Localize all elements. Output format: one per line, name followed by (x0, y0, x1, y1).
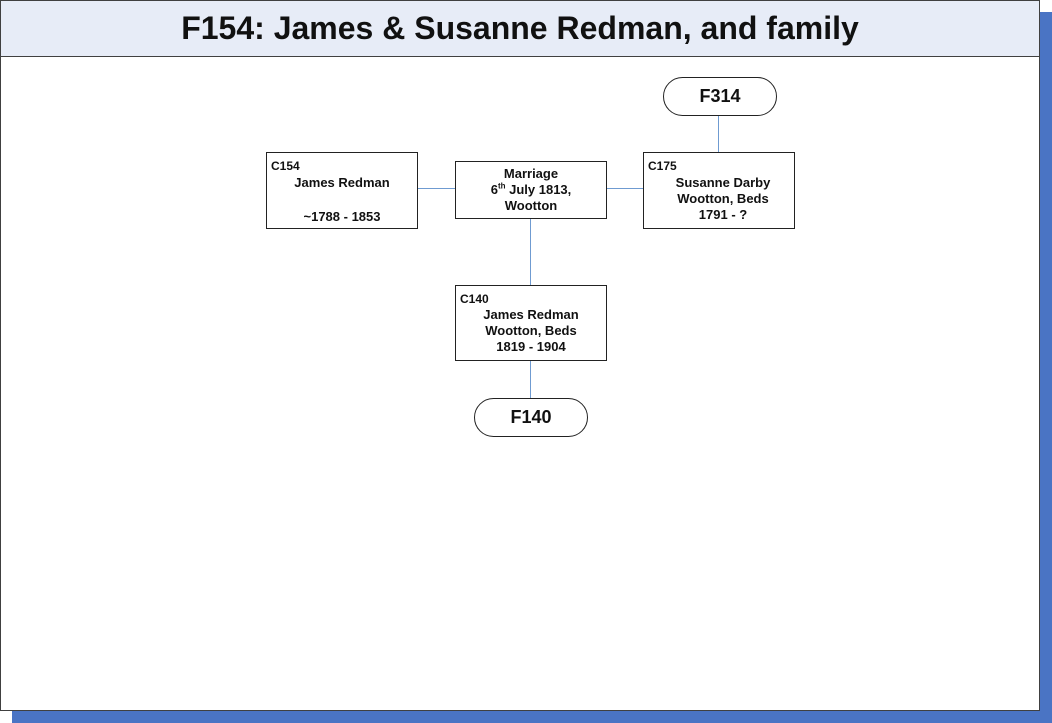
person-box-c140[interactable]: C140 James Redman Wootton, Beds 1819 - 1… (455, 285, 607, 361)
marriage-date: 6th July 1813, (490, 181, 572, 197)
person-name: James Redman (483, 307, 579, 322)
family-link-label: F140 (510, 407, 552, 427)
family-link-f314[interactable]: F314 (663, 77, 777, 116)
connector-c154-marriage (417, 188, 455, 189)
connector-f314-c175 (718, 115, 719, 152)
family-link-label: F314 (699, 86, 741, 106)
page-title: F154: James & Susanne Redman, and family (1, 1, 1039, 57)
connector-marriage-c175 (606, 188, 643, 189)
diagram-page: F154: James & Susanne Redman, and family… (0, 0, 1040, 711)
person-name: Susanne Darby (675, 175, 771, 190)
person-dates: ~1788 - 1853 (303, 209, 381, 224)
connector-c140-f140 (530, 360, 531, 398)
person-place (267, 191, 417, 207)
person-dates: 1791 - ? (698, 207, 748, 222)
person-name: James Redman (294, 175, 390, 190)
family-link-f140[interactable]: F140 (474, 398, 588, 437)
person-id: C140 (460, 292, 489, 306)
person-dates: 1819 - 1904 (496, 339, 566, 354)
marriage-place: Wootton (504, 198, 558, 213)
person-box-c154[interactable]: C154 James Redman ~1788 - 1853 (266, 152, 418, 229)
marriage-label: Marriage (503, 166, 559, 181)
person-place: Wootton, Beds (677, 191, 769, 206)
person-box-c175[interactable]: C175 Susanne Darby Wootton, Beds 1791 - … (643, 152, 795, 229)
marriage-box[interactable]: Marriage 6th July 1813, Wootton (455, 161, 607, 219)
person-place: Wootton, Beds (485, 323, 577, 338)
person-id: C154 (271, 159, 300, 173)
person-id: C175 (648, 159, 677, 173)
connector-marriage-c140 (530, 218, 531, 285)
